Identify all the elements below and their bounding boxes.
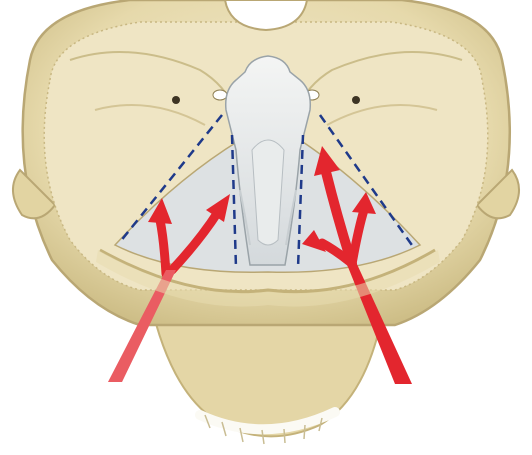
illustration-stage: [0, 0, 532, 455]
skull-illustration: [0, 0, 532, 455]
